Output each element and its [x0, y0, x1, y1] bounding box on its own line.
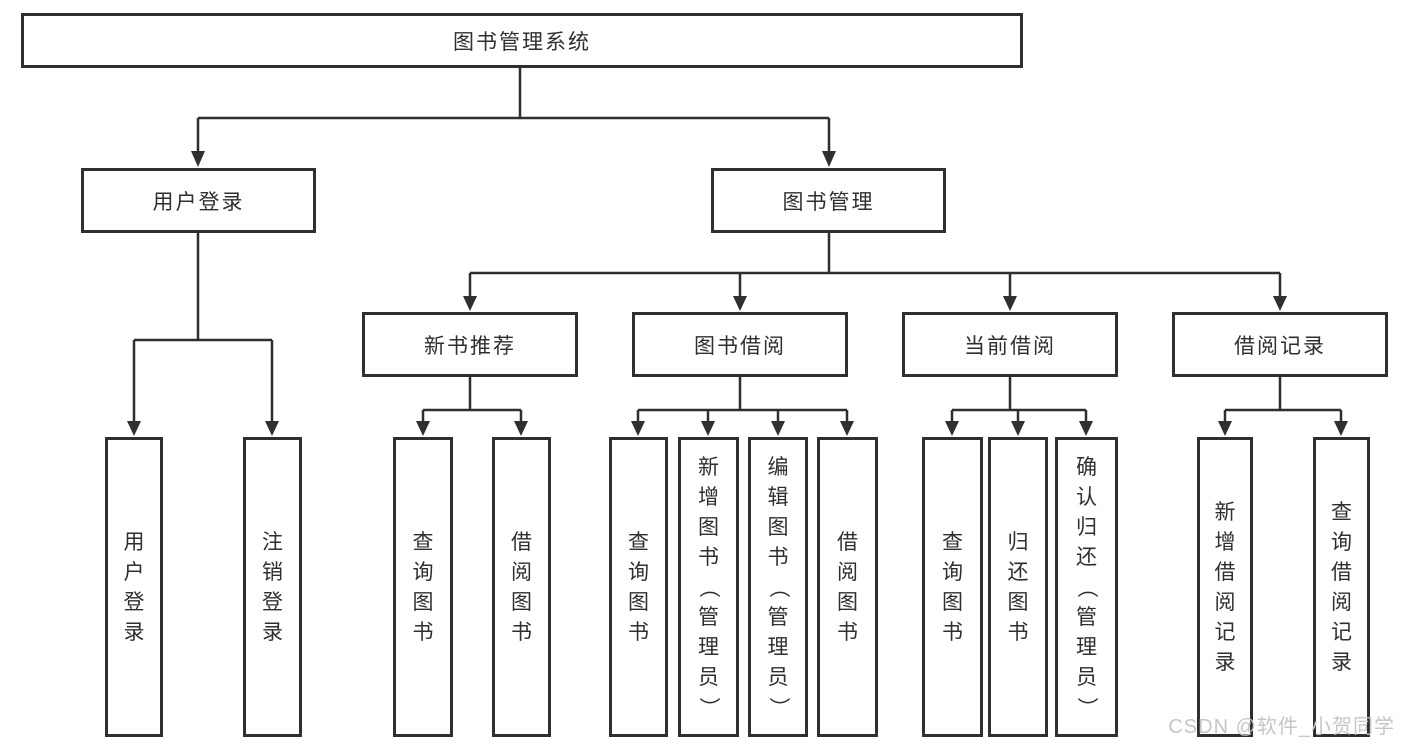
node-user-login-label: 用户登录 [152, 190, 245, 214]
node-user-login: 用户登录 [81, 168, 316, 233]
root-node-label: 图书管理系统 [453, 30, 591, 54]
leaf-query-borrow-record: 查询借阅记录 [1313, 437, 1370, 737]
leaf-confirm-return-admin-label: 确认归还（管理员） [1075, 455, 1098, 718]
leaf-return-books-label: 归还图书 [1007, 530, 1029, 644]
leaf-edit-book-admin-label: 编辑图书（管理员） [766, 455, 790, 718]
node-book-borrow: 图书借阅 [632, 312, 848, 377]
node-new-book-recommend-label: 新书推荐 [424, 334, 516, 358]
leaf-logout-label: 注销登录 [262, 530, 283, 644]
leaf-borrow-books-recommend-label: 借阅图书 [511, 530, 532, 644]
leaf-query-books-borrow-label: 查询图书 [628, 530, 649, 644]
leaf-borrow-books-label: 借阅图书 [837, 530, 858, 644]
leaf-return-books: 归还图书 [988, 437, 1048, 737]
node-borrow-records: 借阅记录 [1172, 312, 1388, 377]
node-new-book-recommend: 新书推荐 [362, 312, 578, 377]
node-current-borrow: 当前借阅 [902, 312, 1118, 377]
leaf-query-borrow-record-label: 查询借阅记录 [1331, 500, 1352, 674]
leaf-borrow-books: 借阅图书 [817, 437, 878, 737]
csdn-watermark: CSDN @软件_小贺同学 [1168, 716, 1395, 738]
leaf-logout: 注销登录 [243, 437, 302, 737]
node-book-management: 图书管理 [711, 168, 946, 233]
leaf-add-book-admin-label: 新增图书（管理员） [697, 455, 720, 718]
leaf-query-books-recommend: 查询图书 [393, 437, 453, 737]
leaf-query-books-current: 查询图书 [922, 437, 983, 737]
node-current-borrow-label: 当前借阅 [964, 334, 1056, 358]
leaf-borrow-books-recommend: 借阅图书 [492, 437, 551, 737]
leaf-add-borrow-record: 新增借阅记录 [1197, 437, 1253, 737]
leaf-query-books-borrow: 查询图书 [609, 437, 668, 737]
leaf-user-login-label: 用户登录 [123, 530, 145, 644]
root-node-system-title: 图书管理系统 [21, 13, 1023, 68]
node-book-management-label: 图书管理 [782, 190, 875, 214]
leaf-edit-book-admin: 编辑图书（管理员） [748, 437, 808, 737]
leaf-confirm-return-admin: 确认归还（管理员） [1055, 437, 1118, 737]
leaf-add-borrow-record-label: 新增借阅记录 [1214, 500, 1236, 674]
node-book-borrow-label: 图书借阅 [694, 334, 786, 358]
leaf-user-login: 用户登录 [105, 437, 163, 737]
leaf-query-books-recommend-label: 查询图书 [412, 530, 434, 644]
leaf-add-book-admin: 新增图书（管理员） [678, 437, 739, 737]
node-borrow-records-label: 借阅记录 [1234, 334, 1326, 358]
leaf-query-books-current-label: 查询图书 [942, 530, 963, 644]
